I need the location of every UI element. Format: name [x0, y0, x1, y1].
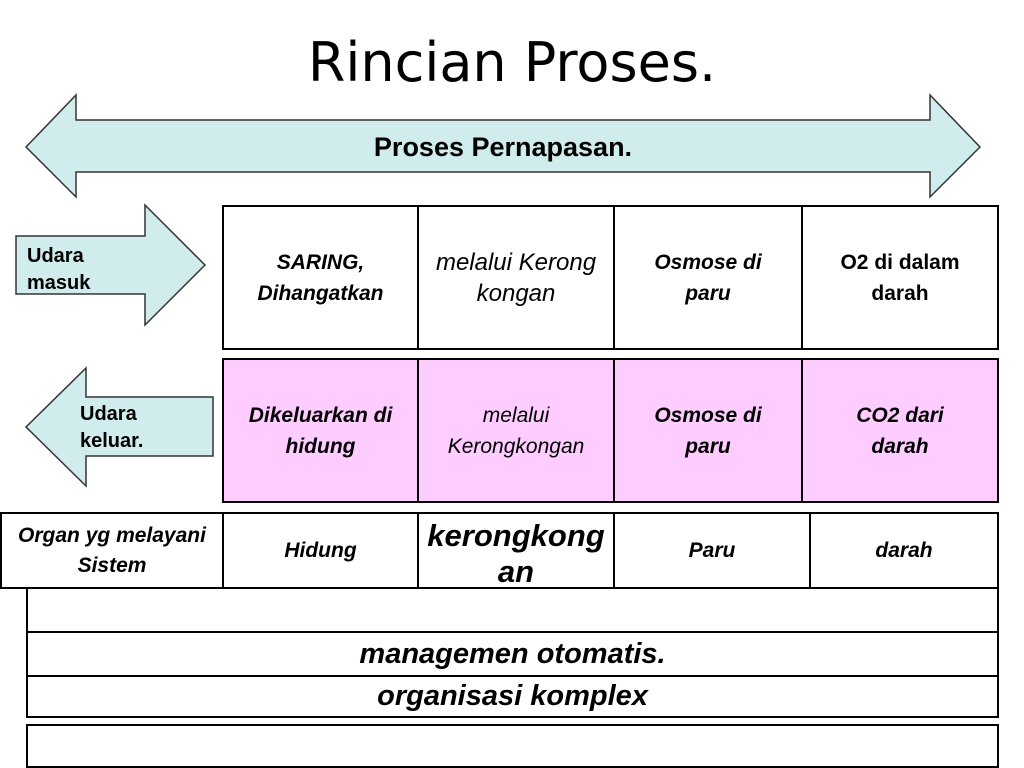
cell-osmose-in-text: Osmose di paru [654, 250, 762, 305]
organ-kerongkongan: kerongkongan [417, 512, 615, 589]
organ-paru-text: Paru [688, 539, 736, 562]
cell-osmose-in: Osmose di paru [613, 205, 803, 350]
udara-keluar-label: Udara keluar. [80, 403, 144, 452]
udara-masuk-label: Udara masuk [27, 245, 91, 294]
band-managemen-text: managemen otomatis. [359, 637, 666, 670]
double-arrow-banner [24, 93, 982, 199]
arrow-left-out [24, 366, 214, 488]
cell-o2: O2 di dalam darah [801, 205, 999, 350]
cell-dikeluarkan: Dikeluarkan di hidung [222, 358, 419, 503]
cell-kerongkongan-out: melalui Kerongkongan [417, 358, 615, 503]
cell-o2-text: O2 di dalam darah [840, 250, 960, 305]
cell-co2-text: CO2 dari darah [856, 403, 944, 458]
organ-darah: darah [809, 512, 999, 589]
cell-co2: CO2 dari darah [801, 358, 999, 503]
cell-osmose-out: Osmose di paru [613, 358, 803, 503]
arrow-right-in [15, 203, 207, 327]
organ-hidung: Hidung [222, 512, 419, 589]
cell-kerongkongan-in: melalui Kerongkongan [417, 205, 615, 350]
cell-dikeluarkan-text: Dikeluarkan di hidung [248, 403, 393, 458]
banner-label: Proses Pernapasan. [373, 132, 633, 162]
band-managemen: managemen otomatis. [26, 631, 999, 677]
cell-saring: SARING, Dihangatkan [222, 205, 419, 350]
band-empty-top [26, 587, 999, 633]
cell-kerongkongan-out-text: melalui Kerongkongan [447, 403, 585, 458]
page-title: Rincian Proses. [307, 31, 717, 94]
band-empty-bottom [26, 724, 999, 768]
organ-paru: Paru [613, 512, 811, 589]
organ-hidung-text: Hidung [284, 539, 357, 562]
band-organisasi-text: organisasi komplex [377, 680, 648, 712]
organ-header: Organ yg melayani Sistem [0, 512, 224, 589]
band-organisasi: organisasi komplex [26, 675, 999, 718]
cell-osmose-out-text: Osmose di paru [654, 403, 762, 458]
cell-kerongkongan-in-text: melalui Kerongkongan [435, 248, 597, 307]
organ-darah-text: darah [875, 539, 933, 562]
cell-saring-text: SARING, Dihangatkan [257, 250, 384, 305]
organ-kerongkongan-text: kerongkongan [427, 518, 605, 589]
organ-header-text: Organ yg melayani Sistem [18, 523, 206, 577]
